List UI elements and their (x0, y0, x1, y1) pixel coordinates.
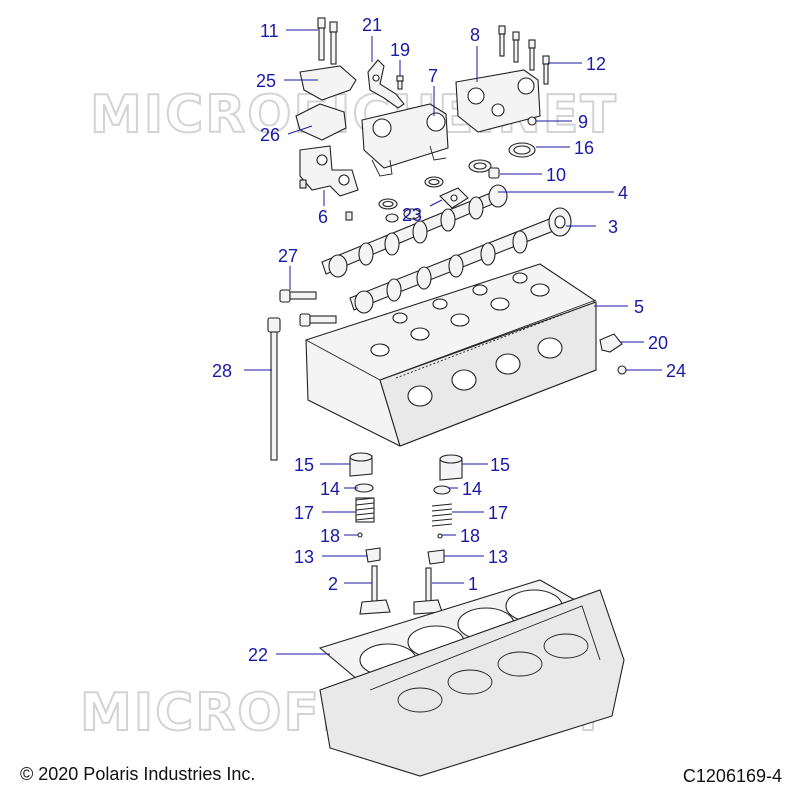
callout-3: 3 (608, 217, 618, 237)
callout-19: 19 (390, 40, 410, 60)
cover-plate-25[interactable] (299, 65, 357, 101)
callout-23: 23 (402, 205, 422, 225)
copyright-text: © 2020 Polaris Industries Inc. (20, 764, 256, 784)
head-gasket-22[interactable] (318, 579, 584, 691)
sensor-20[interactable] (599, 333, 623, 353)
plug-10[interactable] (488, 167, 500, 179)
leader-lines (244, 29, 662, 655)
callout-18-left: 18 (320, 526, 340, 546)
screw-24[interactable] (617, 365, 627, 375)
callout-11: 11 (260, 21, 279, 41)
callout-10: 10 (546, 165, 566, 185)
cam-cap-6[interactable] (299, 145, 359, 221)
callout-13-right: 13 (488, 547, 508, 567)
camshaft-3[interactable] (349, 207, 572, 314)
cam-cap-bolts-12[interactable] (498, 25, 550, 85)
callout-14-right: 14 (462, 479, 482, 499)
callout-21: 21 (362, 15, 382, 35)
head-bolt-28[interactable] (267, 317, 281, 461)
bracket-21[interactable] (367, 59, 405, 109)
callout-18-right: 18 (460, 526, 480, 546)
cylinder-head-5[interactable] (305, 263, 597, 447)
seal-ring (468, 159, 492, 173)
callout-7: 7 (428, 66, 438, 86)
callout-labels: 11 21 19 7 8 12 25 26 9 16 10 4 3 6 23 2… (212, 15, 686, 665)
callout-1: 1 (468, 574, 478, 594)
callout-5: 5 (634, 297, 644, 317)
callout-22: 22 (248, 645, 268, 665)
cam-cap-8[interactable] (455, 69, 541, 133)
callout-2: 2 (328, 574, 338, 594)
callout-9: 9 (578, 112, 588, 132)
small-seals (378, 176, 444, 223)
callout-28: 28 (212, 361, 232, 381)
camshaft-4[interactable] (321, 184, 508, 278)
head-bolts-11[interactable] (317, 17, 338, 65)
callout-13-left: 13 (294, 547, 314, 567)
callout-17-right: 17 (488, 503, 508, 523)
callout-20: 20 (648, 333, 668, 353)
callout-27: 27 (278, 246, 298, 266)
callout-15-left: 15 (294, 455, 314, 475)
dowel-9[interactable] (527, 116, 537, 126)
callout-12: 12 (586, 54, 606, 74)
callout-4: 4 (618, 183, 628, 203)
callout-25: 25 (256, 71, 276, 91)
callout-24: 24 (666, 361, 686, 381)
callout-15-right: 15 (490, 455, 510, 475)
callout-8: 8 (470, 25, 480, 45)
callout-26: 26 (260, 125, 280, 145)
cam-cap-7[interactable] (361, 103, 449, 177)
bolt-27[interactable] (279, 289, 337, 327)
callout-14-left: 14 (320, 479, 340, 499)
engine-block (319, 589, 625, 777)
valve-train-left[interactable] (349, 452, 391, 615)
plate-23[interactable] (439, 187, 469, 209)
valve-train-right[interactable] (413, 454, 463, 615)
diagram-id: C1206169-4 (682, 766, 782, 786)
callout-17-left: 17 (294, 503, 314, 523)
callout-16: 16 (574, 138, 594, 158)
screw-19[interactable] (396, 75, 404, 90)
callout-6: 6 (318, 207, 328, 227)
seal-16[interactable] (508, 142, 536, 158)
